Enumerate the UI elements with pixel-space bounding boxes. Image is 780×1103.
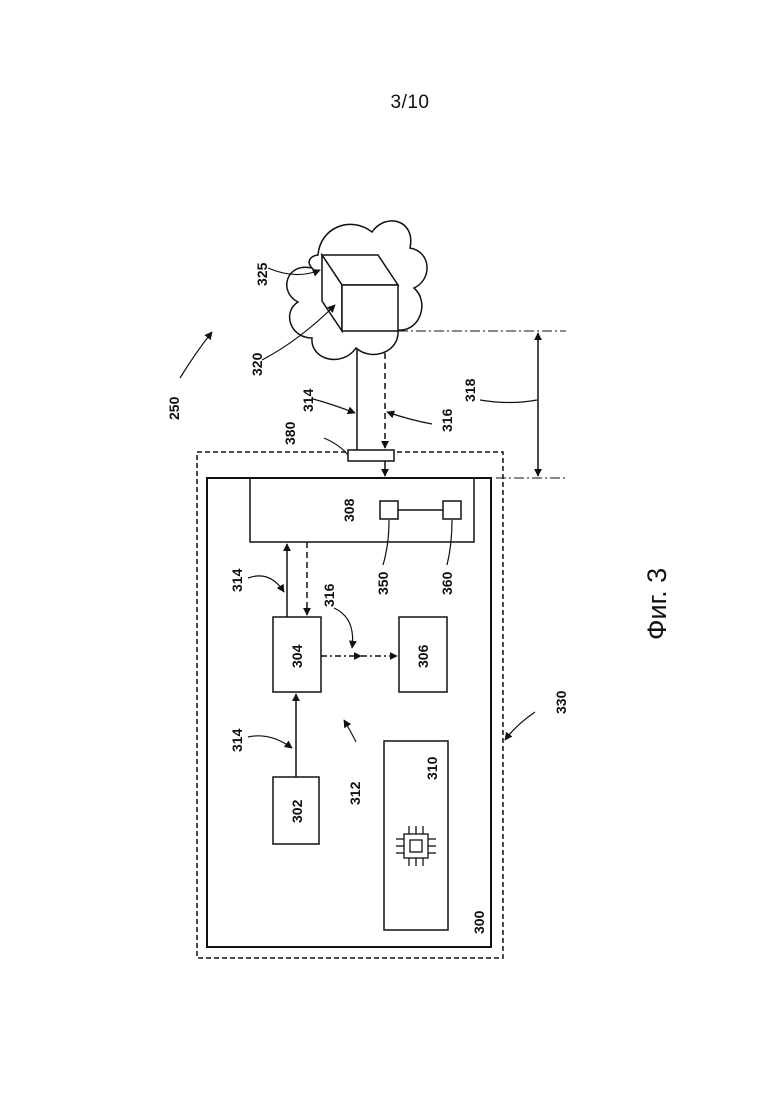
label-304: 304 bbox=[289, 644, 305, 668]
label-314-low: 314 bbox=[229, 728, 245, 752]
label-300: 300 bbox=[471, 910, 487, 934]
label-360: 360 bbox=[439, 571, 455, 595]
label-316-mid: 316 bbox=[321, 583, 337, 607]
microchip-icon bbox=[396, 826, 436, 866]
label-306: 306 bbox=[415, 644, 431, 668]
label-314-mid: 314 bbox=[229, 568, 245, 592]
figure-caption: Фиг. 3 bbox=[642, 568, 672, 640]
connector-380 bbox=[348, 450, 394, 461]
label-316-top: 316 bbox=[439, 408, 455, 432]
label-310: 310 bbox=[424, 756, 440, 780]
label-325: 325 bbox=[254, 262, 270, 286]
housing-outline bbox=[197, 452, 503, 958]
label-314-top: 314 bbox=[300, 388, 316, 412]
label-250: 250 bbox=[166, 396, 182, 420]
label-350: 350 bbox=[375, 571, 391, 595]
label-312: 312 bbox=[347, 781, 363, 805]
label-380: 380 bbox=[282, 421, 298, 445]
element-350-square bbox=[380, 501, 398, 519]
label-318: 318 bbox=[462, 378, 478, 402]
element-360-square bbox=[443, 501, 461, 519]
label-308: 308 bbox=[341, 498, 357, 522]
label-320: 320 bbox=[249, 352, 265, 376]
label-302: 302 bbox=[289, 799, 305, 823]
label-330: 330 bbox=[553, 690, 569, 714]
